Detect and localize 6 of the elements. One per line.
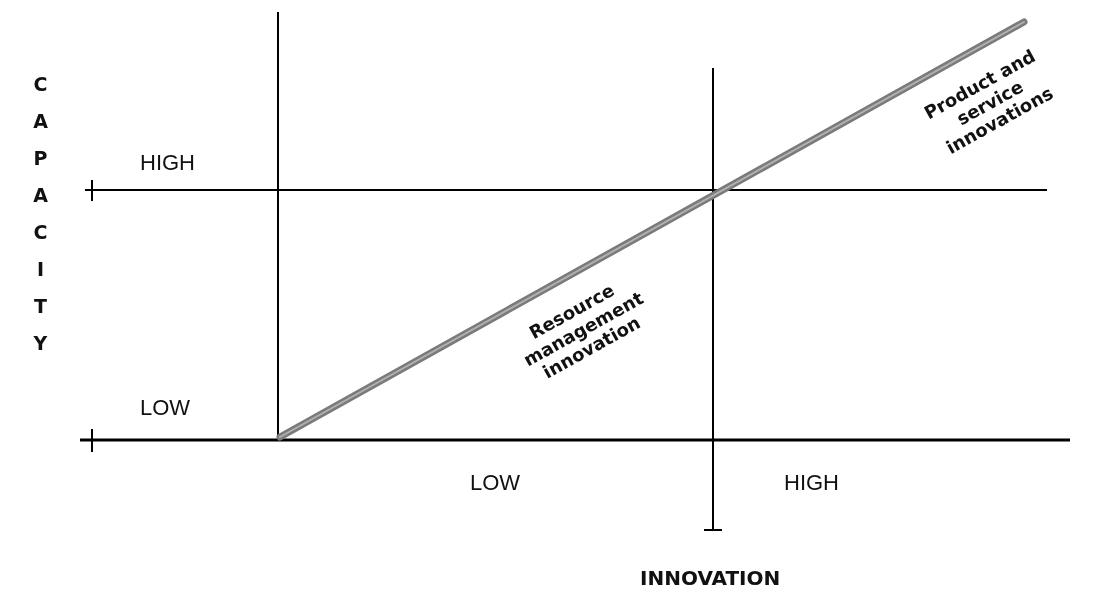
axis-level-label: LOW xyxy=(470,470,521,497)
axis-level-label: HIGH xyxy=(140,150,195,177)
axis-title: CAPACITY xyxy=(32,72,49,356)
axis-level-label: HIGH xyxy=(784,470,839,497)
axis-level-label: LOW xyxy=(140,395,191,422)
axis-title: INNOVATION xyxy=(640,566,781,590)
